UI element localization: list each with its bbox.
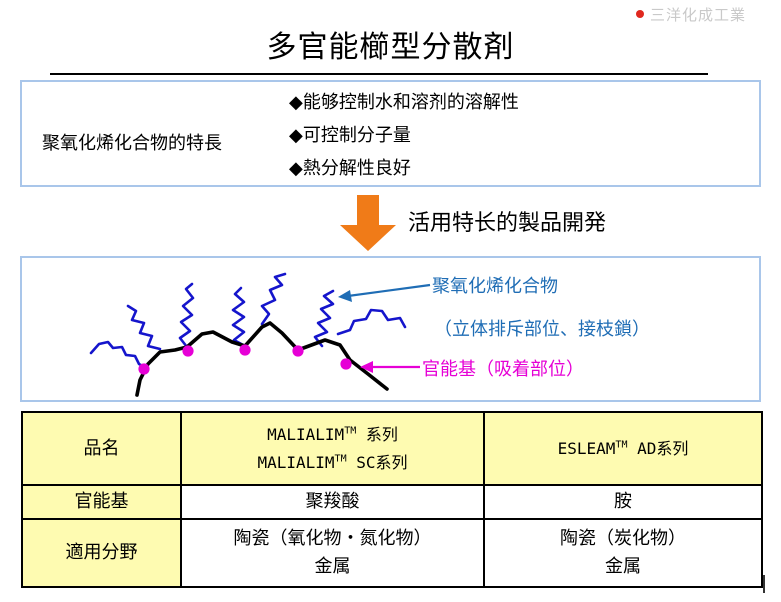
comb-structure-diagram <box>89 272 431 397</box>
functional-group <box>340 358 352 370</box>
table-cell: 陶瓷（炭化物） 金属 <box>483 518 763 588</box>
row-label-functional-group: 官能基 <box>21 484 182 520</box>
edge-mark <box>763 575 765 593</box>
product-table: 品名 MALIALIMTM 系列 MALIALIMTM SC系列 ESLEAMT… <box>21 411 763 588</box>
product-name-text: MALIALIM <box>267 424 345 444</box>
feature-item: ◆可控制分子量 <box>289 125 411 146</box>
row-label-product: 品名 <box>21 411 182 486</box>
functional-group <box>138 363 150 375</box>
logo-mark-icon <box>636 10 644 18</box>
chain-pointer-arrow <box>338 283 431 302</box>
row-label-application: 適用分野 <box>21 518 182 588</box>
graft-chain <box>89 340 150 371</box>
trademark-mark: TM <box>344 425 357 437</box>
functional-group <box>239 344 251 356</box>
polymer-backbone <box>135 321 389 397</box>
series-text: AD系列 <box>627 438 689 458</box>
trademark-mark: TM <box>615 439 628 451</box>
properties-label: 聚氧化烯化合物的特長 <box>42 133 222 154</box>
table-row: 品名 MALIALIMTM 系列 MALIALIMTM SC系列 ESLEAMT… <box>21 411 763 486</box>
table-row: 官能基 聚羧酸 胺 <box>21 484 763 520</box>
product-name-text: MALIALIM <box>257 452 335 472</box>
functional-group <box>292 345 304 357</box>
graft-chain <box>336 308 407 336</box>
product-esleam: ESLEAMTM AD系列 <box>483 411 763 486</box>
title-underline <box>50 73 708 75</box>
series-text: SC系列 <box>346 452 408 472</box>
table-cell: 胺 <box>483 484 763 520</box>
logo-text: 三洋化成工業 <box>650 6 747 24</box>
page-title: 多官能櫛型分散剤 <box>266 30 515 65</box>
feature-item: ◆能够控制水和溶剂的溶解性 <box>289 92 519 113</box>
properties-box <box>20 80 761 187</box>
group-pointer-arrow <box>360 361 420 373</box>
graft-chain <box>126 304 162 351</box>
graft-chain <box>313 289 335 348</box>
cell-line: 陶瓷（氧化物・氮化物） <box>233 528 432 549</box>
chain-sublabel: （立体排斥部位、接枝鎖） <box>434 319 650 340</box>
cell-line: 金属 <box>605 556 641 577</box>
series-text: 系列 <box>356 424 398 444</box>
down-arrow-icon <box>340 195 396 251</box>
table-row: 適用分野 陶瓷（氧化物・氮化物） 金属 陶瓷（炭化物） 金属 <box>21 518 763 588</box>
product-name-text: ESLEAM <box>557 438 616 458</box>
feature-item: ◆熱分解性良好 <box>289 158 411 179</box>
table-cell: 陶瓷（氧化物・氮化物） 金属 <box>180 518 485 588</box>
product-malialim: MALIALIMTM 系列 MALIALIMTM SC系列 <box>180 411 485 486</box>
development-label: 活用特长的製品開発 <box>408 211 607 236</box>
functional-group-label: 官能基（吸着部位） <box>422 359 584 380</box>
structure-diagram-box <box>20 256 761 402</box>
trademark-mark: TM <box>334 453 347 465</box>
graft-chain <box>260 272 287 326</box>
chain-label: 聚氧化烯化合物 <box>432 276 558 297</box>
cell-line: 金属 <box>314 556 351 577</box>
graft-chain <box>231 286 247 348</box>
functional-group <box>182 345 194 357</box>
table-cell: 聚羧酸 <box>180 484 485 520</box>
graft-chain <box>178 282 195 349</box>
cell-line: 陶瓷（炭化物） <box>560 528 686 549</box>
